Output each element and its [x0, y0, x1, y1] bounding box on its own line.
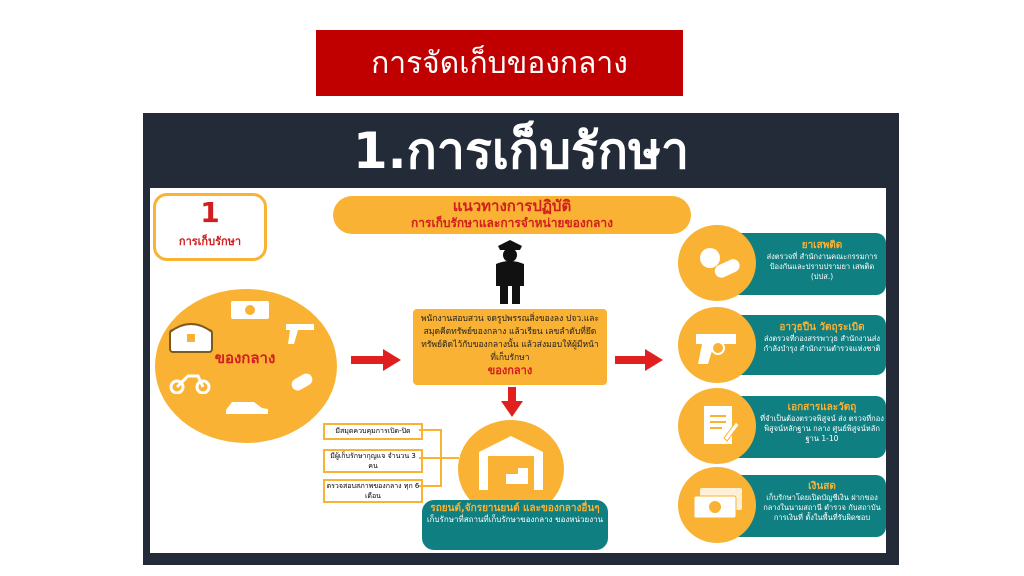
document-icon [704, 406, 740, 444]
pills-icon [700, 248, 740, 278]
category-title: อาวุธปืน วัตถุระเบิด [779, 322, 865, 333]
cash-icon [693, 488, 742, 519]
category-title: เอกสารและวัตถุ [787, 402, 857, 413]
car-icon [226, 402, 268, 414]
storage-text: เก็บรักษาที่สถานที่เก็บรักษาของกลาง ของห… [426, 515, 604, 524]
motorcycle-icon [169, 374, 211, 394]
category-text: ส่งตรวจที่กองสรรพาวุธ สำนักงานส่งกำลังบำ… [763, 334, 881, 353]
arrow-right-icon [351, 349, 401, 371]
evidence-label: ของกลาง [214, 349, 276, 367]
arrow-down-icon [501, 387, 523, 417]
warehouse-icon [479, 436, 543, 490]
category-text: เก็บรักษาโดยเปิดบัญชีเงิน ฝากของกลางในนา… [763, 493, 881, 522]
procedure-emphasis: ของกลาง [487, 364, 533, 377]
gun-small-icon [286, 324, 314, 344]
checklist-item: มีสมุดควบคุมการเปิด-ปิด [323, 423, 423, 440]
procedure-text: พนักงานสอบสวน จดรูปพรรณสิ่งของลง ปจว.และ… [420, 314, 600, 363]
slide-heading: 1.การเก็บรักษา [352, 121, 690, 180]
guideline-subtitle: การเก็บรักษาและการจำหน่ายของกลาง [411, 216, 613, 230]
arrow-right-icon-2 [615, 349, 663, 371]
police-officer-icon [496, 240, 524, 304]
checklist-connector [419, 429, 459, 487]
category-title: เงินสด [808, 481, 836, 492]
pills-small-icon [291, 373, 313, 391]
guideline-title: แนวทางการปฏิบัติ [452, 197, 572, 215]
step-number: 1 [200, 196, 220, 229]
gun-icon [696, 334, 736, 364]
cash-small-icon [231, 301, 269, 319]
category-title: ยาเสพติด [801, 240, 843, 251]
treasure-icon [169, 323, 213, 353]
category-text: ที่จำเป็นต้องตรวจพิสูจน์ ส่ง ตรวจที่กองพ… [760, 414, 884, 443]
step-label: การเก็บรักษา [178, 235, 242, 248]
category-text: ส่งตรวจที่ สำนักงานคณะกรรมการ ป้องกันและ… [766, 252, 878, 281]
storage-box: รถยนต์,จักรยานยนต์ และของกลางอื่นๆ เก็บร… [422, 500, 608, 550]
storage-title: รถยนต์,จักรยานยนต์ และของกลางอื่นๆ [430, 503, 600, 514]
step-badge: 1 การเก็บรักษา [153, 193, 267, 261]
top-banner-title: การจัดเก็บของกลาง [316, 30, 683, 96]
guideline-banner: แนวทางการปฏิบัติ การเก็บรักษาและการจำหน่… [333, 196, 691, 234]
checklist-item: ตรวจสอบสภาพของกลาง ทุก 6 เดือน [323, 479, 423, 503]
checklist-item: มีผู้เก็บรักษากุญแจ จำนวน 3 คน [323, 449, 423, 473]
procedure-box: พนักงานสอบสวน จดรูปพรรณสิ่งของลง ปจว.และ… [413, 309, 607, 385]
